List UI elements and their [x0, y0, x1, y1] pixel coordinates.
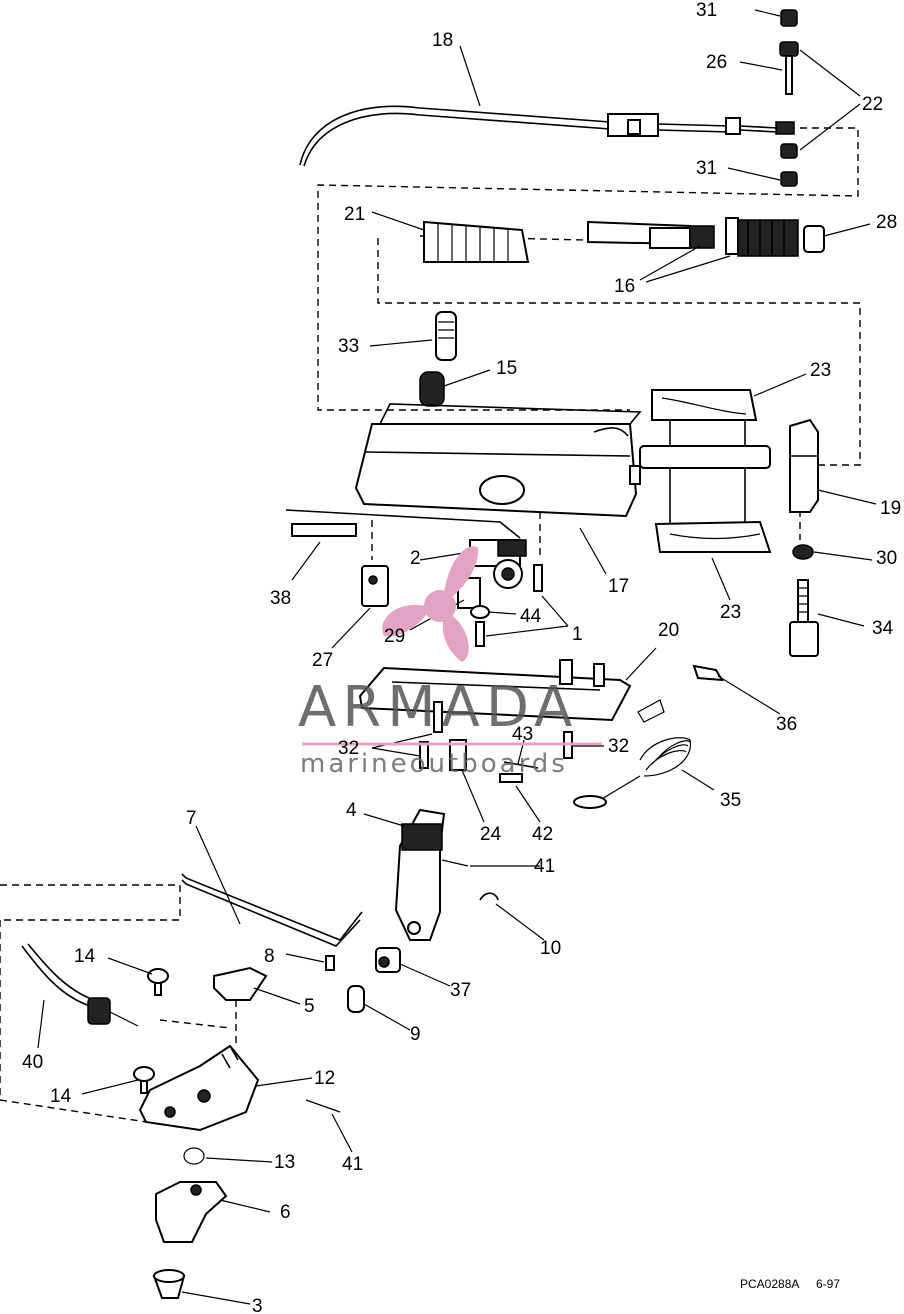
callout-13: 13	[274, 1152, 295, 1173]
callout-9: 9	[410, 1024, 421, 1045]
callout-40: 40	[22, 1052, 43, 1073]
callout-30: 30	[876, 548, 897, 569]
callout-43: 43	[512, 724, 533, 745]
tiller-base	[138, 1044, 341, 1132]
linkage-parts	[213, 892, 499, 1013]
callout-3: 3	[252, 1296, 263, 1314]
callout-32-right: 32	[608, 736, 629, 757]
callout-24: 24	[480, 824, 502, 845]
callout-12: 12	[314, 1068, 335, 1089]
callout-35: 35	[720, 790, 741, 811]
callout-37: 37	[450, 980, 471, 1001]
watermark-tagline: marineoutboards	[300, 749, 568, 779]
tiller-bracket	[354, 403, 642, 518]
callout-41-top: 41	[534, 856, 555, 877]
callout-42: 42	[532, 824, 553, 845]
callout-33: 33	[338, 336, 359, 357]
callout-23-bottom: 23	[720, 602, 741, 623]
callout-32-left: 32	[338, 738, 359, 759]
callout-36: 36	[776, 714, 797, 735]
propeller-logo-icon	[382, 546, 479, 662]
callout-2: 2	[410, 548, 421, 569]
callout-21: 21	[344, 204, 365, 225]
callout-34: 34	[872, 618, 894, 639]
mount-screws-and-cable	[21, 943, 169, 1094]
callout-31-bottom: 31	[696, 158, 717, 179]
callout-28: 28	[876, 212, 897, 233]
callout-1: 1	[572, 624, 583, 645]
drawing-number: PCA0288A	[740, 1277, 799, 1291]
callout-labels: 31 18 26 22 31 21 28 16 33 15 23 19 17 2…	[22, 0, 901, 1314]
assembly-guide-lines	[0, 127, 861, 1131]
lower-parts	[152, 1147, 228, 1299]
watermark-brand: ARMADA	[298, 675, 578, 740]
callout-41-bottom: 41	[342, 1154, 363, 1175]
callout-26: 26	[706, 52, 727, 73]
callout-29: 29	[384, 626, 405, 647]
lanyard	[573, 664, 724, 809]
callout-14-bottom: 14	[50, 1086, 72, 1107]
callout-7: 7	[186, 808, 197, 829]
bushings	[419, 311, 457, 407]
tilt-bolt	[789, 544, 819, 657]
callout-17: 17	[608, 576, 629, 597]
callout-8: 8	[264, 946, 275, 967]
callout-20: 20	[658, 620, 679, 641]
callout-16: 16	[614, 276, 635, 297]
callout-4: 4	[346, 800, 357, 821]
callout-10: 10	[540, 938, 561, 959]
callout-5: 5	[304, 996, 315, 1017]
callout-38: 38	[270, 588, 291, 609]
friction-assembly	[639, 389, 819, 553]
callout-18: 18	[432, 30, 453, 51]
callout-22: 22	[862, 94, 883, 115]
callout-23-top: 23	[810, 360, 831, 381]
callout-14-top: 14	[74, 946, 96, 967]
callout-31-top: 31	[696, 0, 717, 21]
callout-6: 6	[280, 1202, 291, 1223]
callout-15: 15	[496, 358, 517, 379]
tiller-grip	[423, 217, 825, 263]
drawing-date: 6-97	[816, 1277, 840, 1291]
watermark: ARMADA marineoutboards	[298, 546, 602, 779]
callout-19: 19	[880, 498, 901, 519]
cable-end-hardware	[779, 9, 799, 187]
mounting-plate	[358, 659, 632, 722]
shift-handle	[181, 808, 469, 947]
throttle-cable	[299, 105, 795, 167]
drawing-code: PCA0288A 6-97	[740, 1277, 840, 1291]
callout-44: 44	[520, 606, 542, 627]
small-brackets	[285, 509, 543, 647]
callout-27: 27	[312, 650, 333, 671]
